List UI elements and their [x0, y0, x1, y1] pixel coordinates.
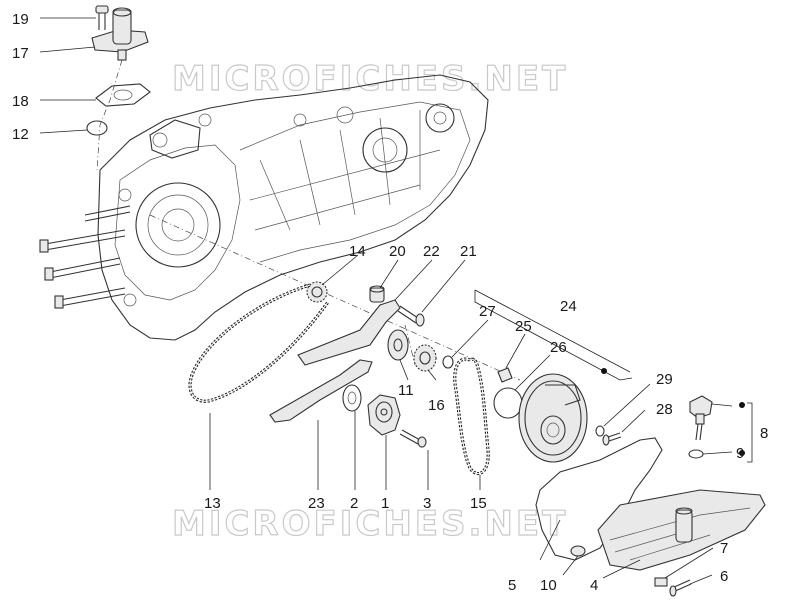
callout-10: 10: [540, 577, 557, 594]
part-15-pump-chain: [453, 357, 490, 475]
part-14-sprocket: [306, 281, 328, 303]
callout-20: 20: [389, 243, 406, 260]
callout-28: 28: [656, 401, 673, 418]
leader-lines: [39, 17, 733, 585]
callouts: 19 17 18 12 14 20 22 21 27 24 25 26 11 1…: [12, 11, 768, 594]
axis-line-crank: [149, 214, 521, 381]
axis-line-tensioner: [96, 59, 123, 171]
part-9-o-ring: [688, 449, 704, 459]
dot-group-24: [601, 368, 607, 374]
callout-22: 22: [423, 243, 440, 260]
part-2-pump-gasket: [342, 384, 362, 412]
part-12-o-ring: [86, 120, 108, 136]
callout-7: 7: [720, 540, 728, 557]
part-25-clip: [497, 367, 513, 383]
callout-16: 16: [428, 397, 445, 414]
callout-2: 2: [350, 495, 358, 512]
part-21-bolt: [397, 305, 425, 327]
callout-24: 24: [560, 298, 577, 315]
part-18-gasket: [95, 83, 151, 107]
callout-6: 6: [720, 568, 728, 585]
callout-11: 11: [398, 382, 414, 399]
part-13-drive-chain: [188, 283, 330, 403]
dot-part-9: [739, 450, 745, 456]
part-17-chain-tensioner: [91, 7, 149, 61]
callout-21: 21: [460, 243, 477, 260]
callout-17: 17: [12, 45, 29, 62]
part-3-bolt: [399, 429, 427, 448]
callout-9: 9: [736, 445, 744, 462]
callout-26: 26: [550, 339, 567, 356]
callout-27: 27: [479, 303, 496, 320]
callout-18: 18: [12, 93, 29, 110]
bracket-group-24: [474, 289, 633, 381]
watermark-top: MICROFICHES.NET: [172, 59, 568, 99]
callout-8: 8: [760, 425, 768, 442]
part-5-sump-gasket: [535, 437, 663, 561]
part-1-oil-pump: [367, 394, 401, 436]
callout-14: 14: [349, 243, 366, 260]
watermark-bottom: MICROFICHES.NET: [172, 504, 568, 544]
crankcase: [39, 74, 489, 341]
part-10-bushing: [570, 545, 586, 557]
callout-15: 15: [470, 495, 487, 512]
part-22-chain-guide: [297, 299, 401, 366]
part-20-bushing: [369, 285, 385, 303]
bracket-part-8: [747, 402, 753, 463]
part-29-washer: [595, 425, 605, 437]
part-26-seal: [493, 387, 523, 419]
callout-12: 12: [12, 126, 29, 143]
callout-13: 13: [204, 495, 221, 512]
dot-part-8: [739, 402, 745, 408]
part-28-screw: [602, 432, 622, 446]
callout-5: 5: [508, 577, 516, 594]
callout-19: 19: [12, 11, 29, 28]
part-8-dipstick: [689, 395, 713, 441]
callout-23: 23: [308, 495, 325, 512]
part-6-bolt: [669, 579, 692, 597]
part-4-oil-screen: [597, 489, 766, 571]
part-27-ring: [442, 355, 454, 369]
part-24-pump-cover: [518, 373, 588, 463]
part-19-bolt: [95, 5, 109, 30]
callout-1: 1: [381, 495, 389, 512]
callout-29: 29: [656, 371, 673, 388]
callout-25: 25: [515, 318, 532, 335]
part-11-plate: [387, 329, 409, 361]
part-23-chain-slider: [269, 359, 373, 423]
part-7-clip: [654, 577, 668, 587]
part-16-pump-sprocket: [413, 344, 437, 372]
callout-3: 3: [423, 495, 431, 512]
callout-4: 4: [590, 577, 598, 594]
